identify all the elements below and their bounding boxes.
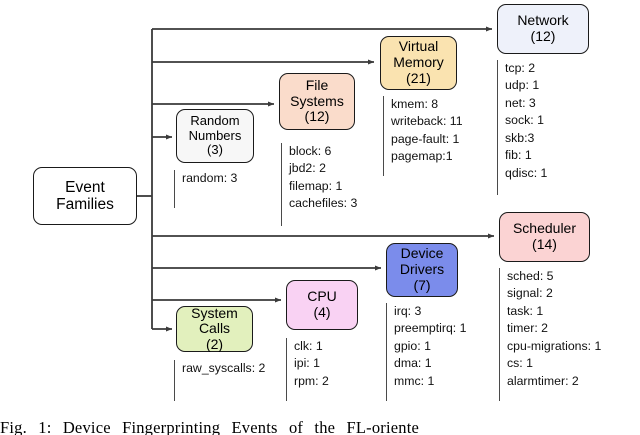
event-item: preemptirq: 1 [394,321,467,336]
event-item: block: 6 [289,144,332,158]
event-item: irq: 3 [394,304,422,318]
node-virtual-memory[interactable]: Virtual Memory (21) [380,36,457,90]
event-list-scheduler: sched: 5 signal: 2 task: 1 timer: 2 cpu-… [499,268,601,401]
figure-caption: Fig. 1: Device Fingerprinting Events of … [0,405,640,435]
node-virtual-memory-count: (21) [406,69,431,86]
event-item: qdisc: 1 [505,165,548,180]
event-item: cpu-migrations: 1 [507,338,602,353]
node-virtual-memory-label: Virtual Memory [393,38,444,71]
node-network-label: Network [517,12,569,29]
event-list-system-calls: raw_syscalls: 2 [174,360,265,401]
event-item: tcp: 2 [505,61,536,75]
node-random-numbers[interactable]: Random Numbers (3) [176,109,254,163]
event-item: clk: 1 [294,339,323,353]
event-item: net: 3 [505,95,536,110]
event-item: skb:3 [505,130,535,145]
node-device-drivers-count: (7) [413,276,431,293]
event-families-diagram: Event Families Network (12) tcp: 2 udp: … [33,4,601,401]
node-system-calls-label: System Calls [191,304,238,337]
node-file-systems-count: (12) [304,108,330,125]
node-file-systems[interactable]: File Systems (12) [279,73,355,130]
event-item: task: 1 [507,303,544,318]
node-event-families[interactable]: Event Families [33,167,137,225]
node-cpu-count: (4) [313,304,331,320]
node-scheduler-count: (14) [532,236,557,252]
node-cpu[interactable]: CPU (4) [286,280,358,330]
node-file-systems-label: File Systems [290,76,344,109]
event-list-file-systems: block: 6 jbd2: 2 filemap: 1 cachefiles: … [281,143,357,226]
event-item: timer: 2 [507,321,548,336]
event-item: mmc: 1 [394,373,435,388]
event-item: rpm: 2 [294,373,329,388]
event-item: cachefiles: 3 [289,196,358,211]
event-list-virtual-memory: kmem: 8 writeback: 11 page-fault: 1 page… [383,96,463,176]
event-item: filemap: 1 [289,178,343,193]
event-item: raw_syscalls: 2 [182,361,266,375]
event-item: dma: 1 [394,356,432,371]
connector-lines [137,26,495,332]
event-list-cpu: clk: 1 ipi: 1 rpm: 2 [286,338,329,401]
event-item: jbd2: 2 [289,161,326,176]
event-list-device-drivers: irq: 3 preemptirq: 1 gpio: 1 dma: 1 mmc:… [386,303,466,401]
event-item: fib: 1 [505,148,532,163]
event-item: sock: 1 [505,113,544,128]
event-list-random-numbers: random: 3 [174,170,237,208]
event-item: udp: 1 [505,78,540,93]
event-list-network: tcp: 2 udp: 1 net: 3 sock: 1 skb:3 fib: … [497,60,547,195]
node-random-numbers-count: (3) [207,142,223,158]
event-item: alarmtimer: 2 [507,373,579,388]
node-system-calls[interactable]: System Calls (2) [176,304,253,352]
node-scheduler-label: Scheduler [512,220,577,237]
event-item: random: 3 [182,171,238,185]
node-device-drivers[interactable]: Device Drivers (7) [386,243,458,297]
figure-caption-text: Fig. 1: Device Fingerprinting Events of … [0,418,420,435]
event-item: kmem: 8 [391,97,439,111]
event-item: page-fault: 1 [391,131,460,146]
event-item: cs: 1 [507,356,533,371]
node-scheduler[interactable]: Scheduler (14) [499,212,590,262]
node-device-drivers-label: Device Drivers [399,245,445,278]
event-item: pagemap:1 [391,149,453,164]
node-network-count: (12) [530,28,556,44]
event-item: signal: 2 [507,286,553,301]
node-network[interactable]: Network (12) [497,4,589,54]
node-cpu-label: CPU [307,288,337,305]
event-item: writeback: 11 [391,114,463,129]
event-item: ipi: 1 [294,356,320,371]
event-item: gpio: 1 [394,338,431,353]
node-system-calls-count: (2) [205,335,224,352]
node-random-numbers-label: Random Numbers [188,113,242,143]
event-item: sched: 5 [507,269,554,283]
node-event-families-label: Event Families [56,178,114,213]
